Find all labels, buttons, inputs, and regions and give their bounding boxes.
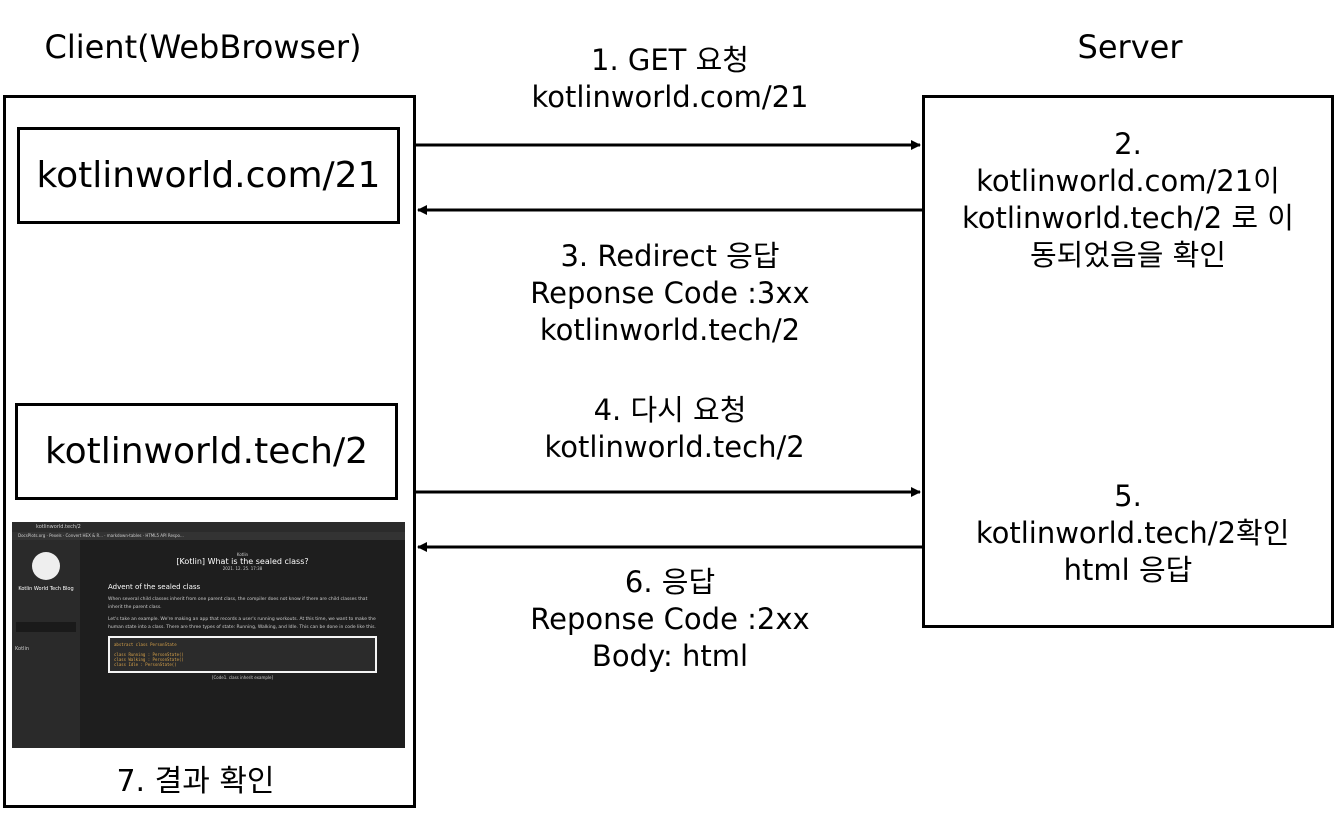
client-box <box>3 95 416 808</box>
server-step-5: 5. kotlinworld.tech/2확인 html 응답 <box>975 479 1290 587</box>
post-category: Kotlin <box>236 552 249 557</box>
server-step-2: 2. kotlinworld.com/21이 kotlinworld.tech/… <box>962 127 1294 272</box>
post-date: 2021. 12. 25. 17:38 <box>222 566 263 571</box>
step-3-label: 3. Redirect 응답 Reponse Code :3xx kotlinw… <box>530 239 810 347</box>
browser-screenshot: kotlinworld.tech/2 DocsPlots.org · Pexel… <box>12 522 405 748</box>
url-box-redirected: kotlinworld.tech/2 <box>15 403 398 500</box>
code-block: abstract class PersonState class Running… <box>110 638 375 671</box>
server-box <box>922 95 1334 628</box>
client-title: Client(WebBrowser) <box>44 28 362 66</box>
post-heading: Advent of the sealed class <box>108 583 201 591</box>
blog-avatar <box>32 552 60 580</box>
post-title: [Kotlin] What is the sealed class? <box>176 557 309 566</box>
blog-search <box>16 622 76 632</box>
step-6-label: 6. 응답 Reponse Code :2xx Body: html <box>530 565 810 673</box>
blog-name: Kotlin World Tech Blog <box>18 586 74 592</box>
step-1-label: 1. GET 요청 kotlinworld.com/21 <box>531 43 809 114</box>
bookmarks-bar: DocsPlots.org · Pexels · Convert HEX & R… <box>12 532 405 540</box>
blog-post: Kotlin [Kotlin] What is the sealed class… <box>80 540 405 748</box>
result-label: 7. 결과 확인 <box>116 764 275 799</box>
post-paragraph: When several child classes inherit from … <box>108 597 368 610</box>
post-paragraph: Let's take an example. We're making an a… <box>108 617 376 630</box>
server-title: Server <box>1077 28 1183 66</box>
step-4-label: 4. 다시 요청 kotlinworld.tech/2 <box>544 393 805 464</box>
code-caption: [Code1. class inherit example] <box>211 675 274 680</box>
address-bar: kotlinworld.tech/2 <box>12 522 405 532</box>
blog-sidebar: Kotlin World Tech Blog Kotlin <box>12 540 80 748</box>
url-box-original: kotlinworld.com/21 <box>17 127 400 224</box>
sidebar-category: Kotlin <box>15 646 29 652</box>
